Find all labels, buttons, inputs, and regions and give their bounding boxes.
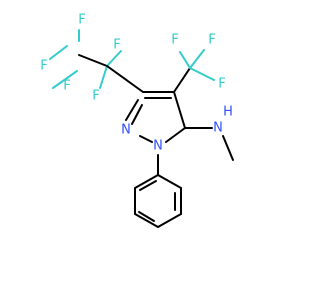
atom-f7: F [208,33,215,48]
bonds [49,29,234,228]
bond-ph-3 [157,213,182,228]
bond-cf3-f6 [179,51,191,69]
bond-cf3-f8 [189,67,215,81]
atom-nh-h: H [223,105,233,120]
bond-c5-n1 [165,127,186,143]
bond-ph-d3 [139,180,157,191]
atom-f2: F [40,59,47,74]
bond-n2-c3 [125,99,139,121]
bond-f3-c1 [52,70,78,89]
bond-nh-me [222,135,234,161]
atom-f3: F [63,79,70,94]
molecule-canvas: F F F F F F F F N N H N [40,13,234,228]
atom-nh-n: N [213,121,223,136]
bond-ph-4 [134,213,159,228]
bond-cf3-f7 [189,49,205,69]
bond-c1-c2 [78,54,108,67]
atom-n-phenyl: N [153,139,163,154]
bond-c2-c3 [106,65,144,93]
atom-f8: F [218,77,225,92]
atom-f6: F [171,33,178,48]
bond-n2-c3-double [131,104,143,125]
bond-c2-f4 [106,50,122,67]
molecule-structure: F F F F F F F F N N H N [40,13,234,228]
bond-c2-f5 [99,65,108,89]
atom-f5: F [92,89,99,104]
atom-f4: F [113,38,120,53]
bond-ph-d2 [138,211,155,222]
bond-c4-cf3 [173,67,191,93]
bond-c4-c5 [173,91,186,129]
atom-f1: F [78,13,85,28]
bond-ph-6 [134,174,159,189]
bond-n1-n2 [139,135,153,143]
bond-f1-c1 [49,45,68,60]
bond-ph-1 [157,174,182,189]
atom-labels: F F F F F F F F N N H N [40,13,233,154]
atom-n-ring: N [121,123,131,138]
